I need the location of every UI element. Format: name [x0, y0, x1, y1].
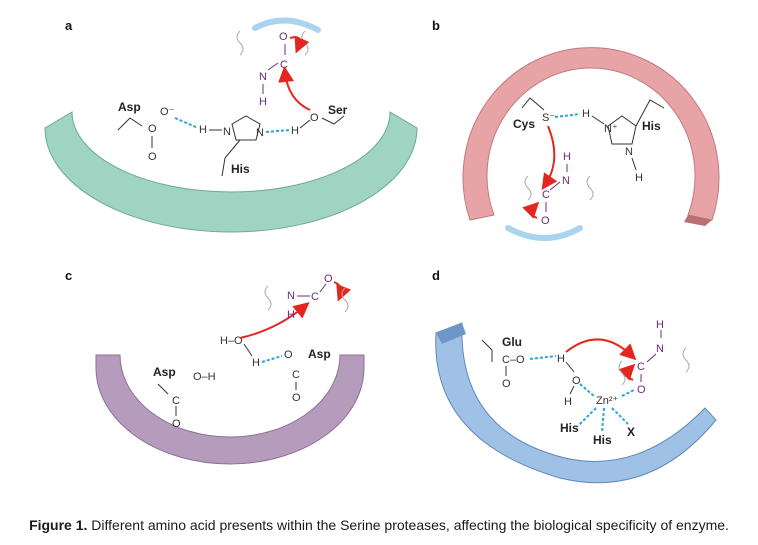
residue-x-d: X [627, 425, 635, 439]
atom-a-9: C [280, 59, 288, 71]
arrow-c-attack [239, 302, 310, 339]
arrow-d-carbonyl [618, 363, 636, 381]
atom-a-6: H [291, 125, 299, 137]
atom-b-7: C [542, 189, 550, 201]
atom-a-2: O⁻ [160, 106, 175, 118]
panel-letter-c: c [65, 268, 72, 283]
panel-a: a O C N H Asp O⁻ O O H N N [44, 17, 418, 233]
atom-a-0b: O [148, 123, 157, 135]
substrate-chain-c1 [264, 285, 272, 311]
hbond-a-1 [174, 117, 199, 129]
atom-d-3: O [572, 375, 581, 387]
atom-d-8: N [656, 343, 664, 355]
residue-cys-b: Cys [513, 117, 535, 131]
atom-b-8: O [541, 215, 550, 227]
figure-caption: Figure 1. Different amino acid presents … [0, 517, 758, 533]
atom-c-3: O [172, 418, 181, 430]
residue-ser-a: Ser [328, 103, 348, 117]
atom-d-5: Zn²⁺ [596, 395, 619, 407]
enzyme-bowl-a [44, 111, 418, 233]
panel-letter-d: d [432, 268, 440, 283]
atom-d-1: O [502, 378, 511, 390]
enzyme-ring-b [462, 47, 720, 221]
residue-his-a: His [231, 162, 250, 176]
residue-glu-d: Glu [502, 335, 522, 349]
atom-a-3: H [199, 124, 207, 136]
residue-his-b: His [642, 119, 661, 133]
hbond-d-1 [529, 355, 557, 360]
atom-b-1: H [582, 108, 590, 120]
enzyme-bowl-d [435, 322, 717, 484]
atom-a-4: N [223, 126, 231, 138]
atom-c-2: C [172, 395, 180, 407]
panel-letter-a: a [65, 18, 73, 33]
atom-c-7: C [292, 369, 300, 381]
atom-b-5: H [563, 151, 571, 163]
residue-his2-d: His [593, 433, 612, 447]
substrate-chain-d2 [682, 347, 690, 373]
atom-d-9: H [656, 319, 664, 331]
atom-a-1: O [148, 151, 157, 163]
atom-c-4: H–O [220, 335, 243, 347]
atom-c-0: O–H [193, 371, 216, 383]
atom-d-2: H [557, 353, 565, 365]
imidazole-ring-b [607, 115, 637, 145]
caption-text: Different amino acid presents within the… [87, 517, 729, 533]
caption-label: Figure 1. [29, 517, 88, 533]
atom-a-5: N [256, 127, 264, 139]
residue-his1-d: His [560, 421, 579, 435]
panel-c: c Asp O–H C O H–O H O Asp C O N C O H [65, 268, 365, 465]
atom-d-0: C–O [502, 354, 525, 366]
substrate-chain-b2 [586, 175, 594, 201]
atom-a-7: O [310, 112, 319, 124]
hbond-a-2 [265, 129, 291, 133]
substrate-chain-a2 [301, 30, 309, 56]
panel-letter-b: b [432, 18, 440, 33]
atom-d-7: C [637, 361, 645, 373]
arrow-b-attack [541, 125, 558, 190]
hbond-c-1 [261, 355, 283, 363]
atom-a-0: O [279, 31, 288, 43]
arrow-b-carbonyl [522, 201, 540, 219]
atom-b-0: S⁻ [542, 112, 555, 124]
atom-c-10: C [311, 291, 319, 303]
atom-c-8: O [292, 392, 301, 404]
atom-a-10: N [259, 71, 267, 83]
atom-b-6: N [562, 175, 570, 187]
arrow-a-carbonyl [289, 35, 310, 54]
atom-b-3: N [625, 146, 633, 158]
panel-d: d Glu C–O O H O H Zn²⁺ His His X O C N H [432, 268, 717, 484]
substrate-chain-b1 [524, 175, 532, 201]
atom-b-2: N⁺ [604, 123, 618, 135]
atom-c-11: O [324, 273, 333, 285]
arrow-a-attack [278, 66, 311, 111]
imidazole-ring-a [231, 115, 261, 141]
water-arc-b [505, 225, 583, 241]
atom-d-6: O [637, 384, 646, 396]
residue-asp1-c: Asp [153, 365, 176, 379]
water-arc-a [252, 17, 321, 33]
atom-c-9: N [287, 290, 295, 302]
substrate-chain-a1 [236, 30, 244, 56]
enzyme-bowl-c [95, 354, 365, 465]
substrate-chain-d1 [618, 360, 626, 386]
panel-b: b Cys S⁻ H N⁺ N H His H N C O [432, 18, 720, 241]
atom-d-4: H [564, 396, 572, 408]
atom-b-4: H [635, 172, 643, 184]
arrow-c-carbonyl [333, 281, 352, 302]
residue-asp-a: Asp [118, 100, 141, 114]
atom-c-12: H [287, 309, 295, 321]
atom-a-11: H [259, 96, 267, 108]
hbond-b-1 [554, 113, 581, 118]
arrow-d-attack [565, 338, 637, 361]
residue-asp2-c: Asp [308, 347, 331, 361]
atom-c-5: H [252, 357, 260, 369]
substrate-chain-c2 [341, 287, 349, 313]
atom-c-6: O [284, 349, 293, 361]
